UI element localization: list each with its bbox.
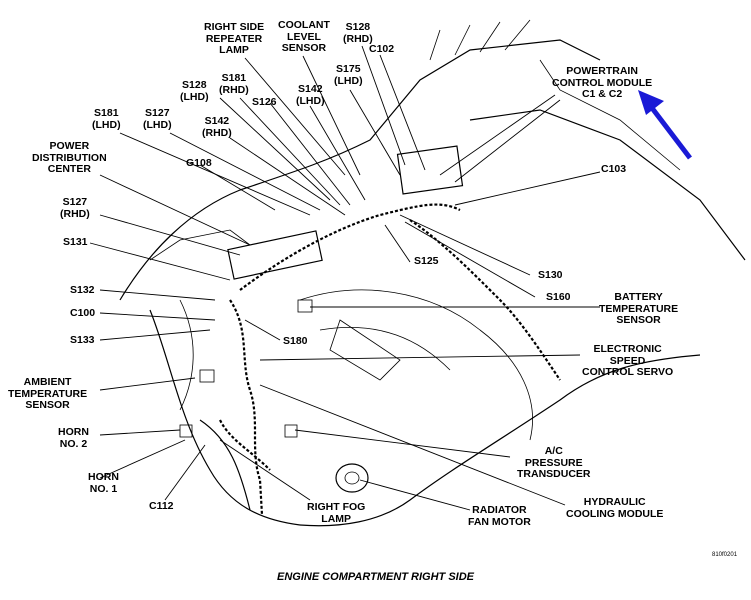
pcm-pointer-arrow (638, 90, 692, 160)
label-s128-rhd: S128 (RHD) (343, 21, 373, 45)
label-electronic-speed-control-servo: ELECTRONIC SPEED CONTROL SERVO (582, 343, 674, 378)
label-s175-lhd: S175 (LHD) (334, 63, 363, 87)
label-right-side-repeater-lamp: RIGHT SIDE REPEATER LAMP (204, 21, 265, 56)
label-ambient-temperature-sensor: AMBIENT TEMPERATURE SENSOR (8, 376, 88, 411)
label-s142-rhd: S142 (RHD) (202, 115, 232, 139)
label-horn-no-2: HORN NO. 2 (58, 426, 89, 450)
figure-id: 810f0201 (712, 552, 738, 558)
vehicle-body-outline (119, 19, 746, 527)
label-s127-lhd: S127 (LHD) (143, 107, 172, 131)
label-c112: C112 (149, 500, 174, 512)
label-battery-temperature-sensor: BATTERY TEMPERATURE SENSOR (599, 291, 679, 326)
label-s125: S125 (414, 255, 439, 267)
label-ac-pressure-transducer: A/C PRESSURE TRANSDUCER (517, 445, 591, 480)
label-s180: S180 (283, 335, 308, 347)
label-s127-rhd: S127 (RHD) (60, 196, 90, 220)
label-s181-lhd: S181 (LHD) (92, 107, 121, 131)
label-horn-no-1: HORN NO. 1 (88, 471, 119, 495)
figure-caption: ENGINE COMPARTMENT RIGHT SIDE (277, 571, 474, 583)
label-c102: C102 (369, 43, 395, 55)
label-s160: S160 (546, 291, 571, 303)
label-power-distribution-center: POWER DISTRIBUTION CENTER (32, 140, 107, 175)
label-right-fog-lamp: RIGHT FOG LAMP (307, 501, 366, 525)
label-s142-lhd: S142 (LHD) (296, 83, 325, 107)
label-s126: S126 (252, 96, 277, 108)
label-s181-rhd: S181 (RHD) (219, 72, 249, 96)
label-hydraulic-cooling-module: HYDRAULIC COOLING MODULE (566, 496, 664, 520)
leader-lines (89, 45, 601, 511)
label-s130: S130 (538, 269, 563, 281)
label-s133: S133 (70, 334, 95, 346)
label-c103: C103 (601, 163, 627, 175)
label-powertrain-control-module: POWERTRAIN CONTROL MODULE C1 & C2 (552, 65, 653, 100)
label-s131: S131 (63, 236, 88, 248)
label-s132: S132 (70, 284, 95, 296)
wiring-harness (219, 203, 561, 516)
label-c100: C100 (70, 307, 96, 319)
label-coolant-level-sensor: COOLANT LEVEL SENSOR (278, 19, 330, 54)
label-s128-lhd: S128 (LHD) (180, 79, 209, 103)
label-g108: G108 (186, 157, 212, 169)
label-radiator-fan-motor: RADIATOR FAN MOTOR (468, 504, 531, 528)
